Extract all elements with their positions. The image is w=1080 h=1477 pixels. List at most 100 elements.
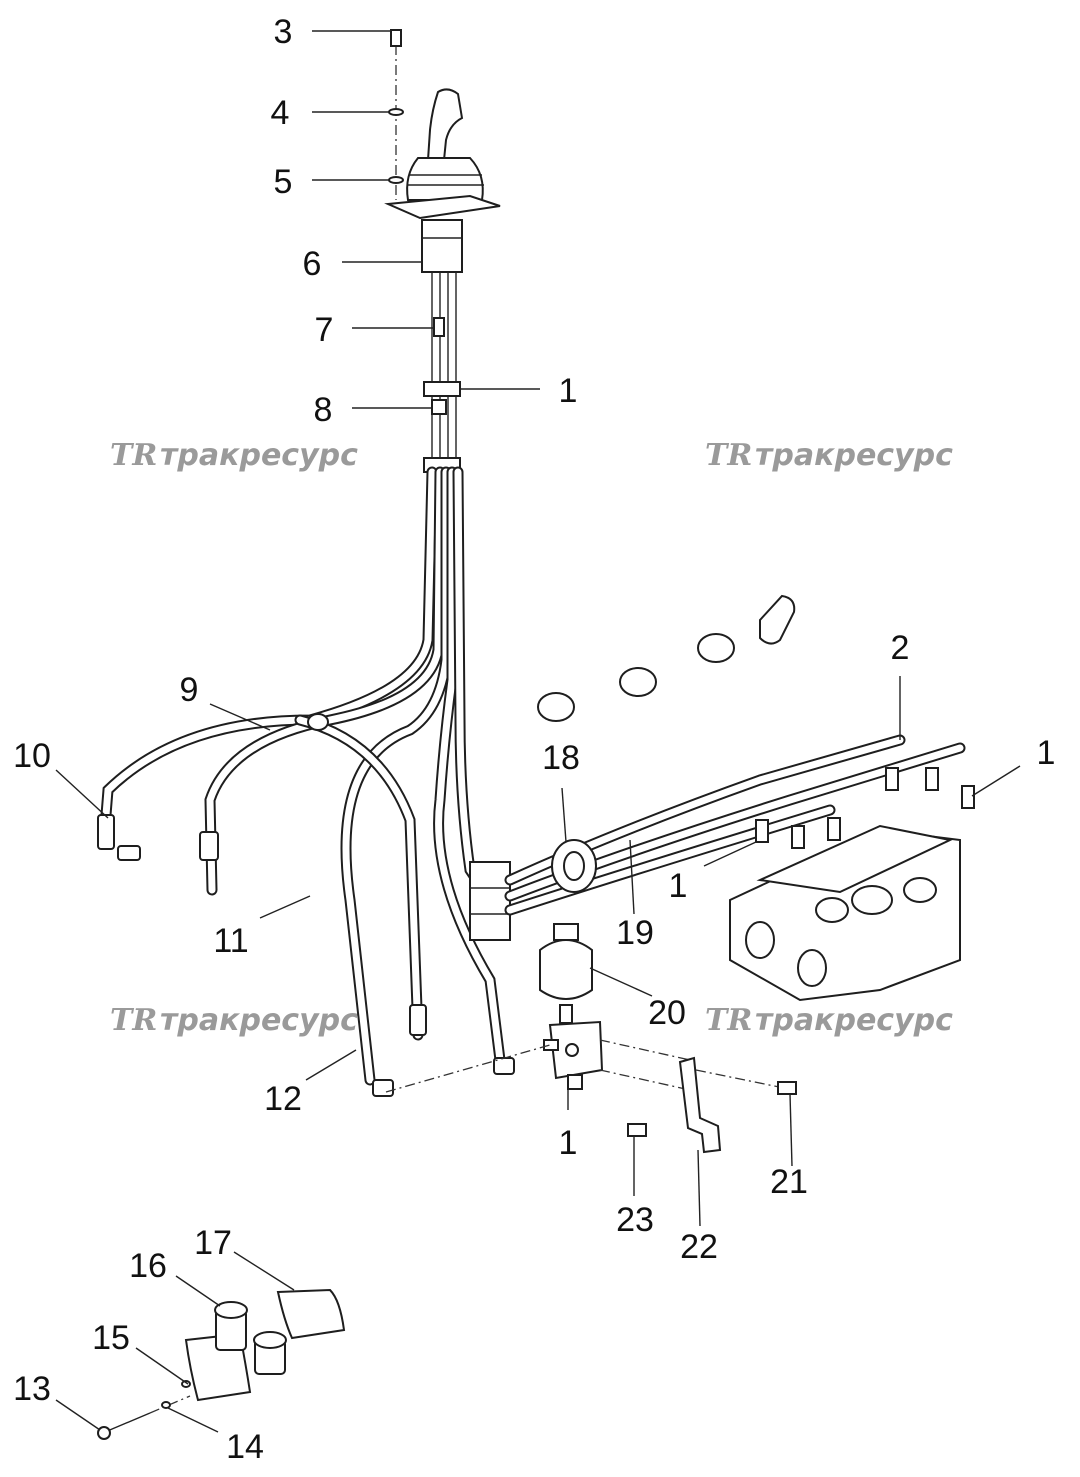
distribution-block <box>469 861 511 941</box>
watermark-brand: тракресурс <box>160 1003 358 1038</box>
mounting-kit <box>97 1288 346 1440</box>
grommet-part <box>563 851 585 881</box>
bushing-part <box>697 633 735 663</box>
mount-axis <box>599 1069 691 1091</box>
callout-13: 13 <box>13 1370 51 1408</box>
pilot-valve-body <box>421 219 463 273</box>
watermark-top-right: TR тракресурс <box>705 438 953 473</box>
washer-part <box>161 1401 171 1409</box>
mount-axis <box>695 1069 785 1089</box>
clamp-bracket <box>759 594 796 645</box>
fitting-part <box>423 381 461 397</box>
bolt-head <box>97 1426 111 1440</box>
watermark-logo: TR <box>705 1003 752 1038</box>
hose-end-fitting <box>117 845 141 861</box>
watermark-logo: TR <box>705 438 752 473</box>
mounting-bracket <box>678 1056 722 1154</box>
callout-labels: 3 4 5 6 7 1 8 2 1 9 10 18 1 19 11 20 12 … <box>13 13 1055 1466</box>
callout-1: 1 <box>559 1124 578 1162</box>
bolt-part <box>627 1123 647 1137</box>
leader-lines <box>55 30 1021 1433</box>
mount-axis <box>385 1044 551 1093</box>
valve-top <box>756 824 954 894</box>
callout-5: 5 <box>274 163 293 201</box>
hose-end-fitting <box>372 1079 394 1097</box>
watermark-top-left: TR тракресурс <box>110 438 358 473</box>
watermark-brand: тракресурс <box>755 1003 953 1038</box>
callout-14: 14 <box>226 1428 264 1466</box>
valve-port <box>903 877 937 903</box>
bolt-part <box>104 1412 151 1433</box>
callout-21: 21 <box>770 1163 808 1201</box>
callout-1: 1 <box>669 867 688 905</box>
hose-clamp <box>307 713 329 731</box>
hose-end-fitting <box>199 831 219 861</box>
accumulator-neck <box>559 1004 573 1024</box>
fitting-part <box>755 819 769 843</box>
washer-part <box>181 1380 191 1388</box>
callout-7: 7 <box>315 311 334 349</box>
callout-11: 11 <box>213 922 248 960</box>
bushing-part <box>619 667 657 697</box>
valve-spool-end <box>745 921 775 959</box>
callout-2: 2 <box>891 629 910 667</box>
bolt-part <box>390 29 402 47</box>
callout-12: 12 <box>264 1080 302 1118</box>
fitting-part <box>925 767 939 791</box>
callout-4: 4 <box>271 94 290 132</box>
fitting-part <box>827 817 841 841</box>
joystick-assembly <box>384 29 501 473</box>
watermark-brand: тракресурс <box>755 438 953 473</box>
clamp-part <box>276 1288 346 1340</box>
bolt-part <box>777 1081 797 1095</box>
joystick-boot <box>406 157 484 201</box>
callout-17: 17 <box>194 1224 232 1262</box>
valve-block-fitting <box>567 1074 583 1090</box>
callout-18: 18 <box>542 739 580 777</box>
accumulator-part <box>539 939 593 1000</box>
callout-19: 19 <box>616 914 654 952</box>
valve-spool-end <box>797 949 827 987</box>
watermark-brand: тракресурс <box>160 438 358 473</box>
bushing-part <box>537 692 575 722</box>
valve-block-port <box>565 1043 579 1057</box>
bushing-part <box>253 1331 287 1349</box>
mounting-plate <box>384 194 501 220</box>
callout-9: 9 <box>180 671 199 709</box>
hose-bundle <box>97 466 966 1097</box>
callout-6: 6 <box>303 245 322 283</box>
valve-block-fitting <box>543 1039 559 1051</box>
bushings-group <box>537 594 796 722</box>
valve-port <box>851 885 893 915</box>
fitting-part <box>791 825 805 849</box>
fitting-part <box>885 767 899 791</box>
watermark-logo: TR <box>110 1003 157 1038</box>
callout-15: 15 <box>92 1319 130 1357</box>
control-valve <box>729 767 975 1002</box>
callout-1: 1 <box>559 372 578 410</box>
accumulator-cap <box>553 923 579 941</box>
hose-end-fitting <box>409 1004 427 1036</box>
watermark-bottom-right: TR тракресурс <box>705 1003 953 1038</box>
callout-8: 8 <box>314 391 333 429</box>
callout-10: 10 <box>13 737 51 775</box>
watermark-logo: TR <box>110 438 157 473</box>
callout-22: 22 <box>680 1228 718 1266</box>
callout-16: 16 <box>129 1247 167 1285</box>
callout-3: 3 <box>274 13 293 51</box>
fitting-part <box>961 785 975 809</box>
washer-part <box>388 108 404 116</box>
callout-20: 20 <box>648 994 686 1032</box>
hose-end-fitting <box>97 814 115 850</box>
bushing-part <box>214 1301 248 1319</box>
watermark-bottom-left: TR тракресурс <box>110 1003 358 1038</box>
accumulator-assembly <box>385 923 797 1154</box>
joystick-handle <box>426 88 464 161</box>
fitting-part <box>431 399 447 415</box>
valve-port <box>815 897 849 923</box>
callout-1: 1 <box>1037 734 1056 772</box>
mount-axis <box>599 1039 691 1061</box>
fitting-part <box>433 317 445 337</box>
callout-23: 23 <box>616 1201 654 1239</box>
